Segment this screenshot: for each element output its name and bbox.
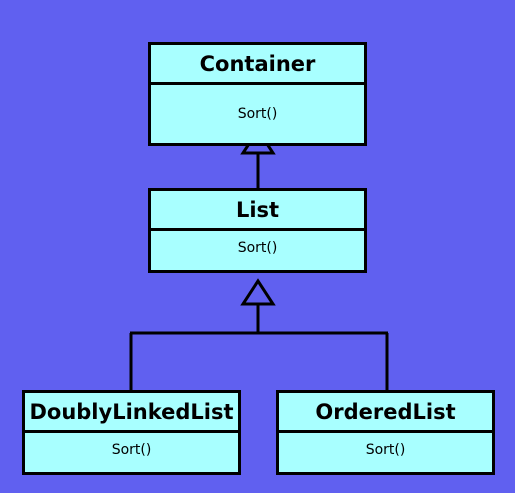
class-name-container: Container xyxy=(151,45,364,85)
class-name-ordered-list: OrderedList xyxy=(279,393,492,433)
class-name-doubly-linked-list: DoublyLinkedList xyxy=(25,393,238,433)
inheritance-arrow-list xyxy=(240,278,276,306)
class-container: Container Sort() xyxy=(148,42,367,146)
class-method-list: Sort() xyxy=(237,239,278,256)
class-method-container: Sort() xyxy=(237,106,278,122)
class-method-ordered-list: Sort() xyxy=(365,441,406,458)
class-list: List Sort() xyxy=(148,188,367,273)
class-doubly-linked-list: DoublyLinkedList Sort() xyxy=(22,390,241,475)
class-name-list: List xyxy=(151,191,364,231)
class-ordered-list: OrderedList Sort() xyxy=(276,390,495,475)
class-method-doubly-linked-list: Sort() xyxy=(111,441,152,458)
